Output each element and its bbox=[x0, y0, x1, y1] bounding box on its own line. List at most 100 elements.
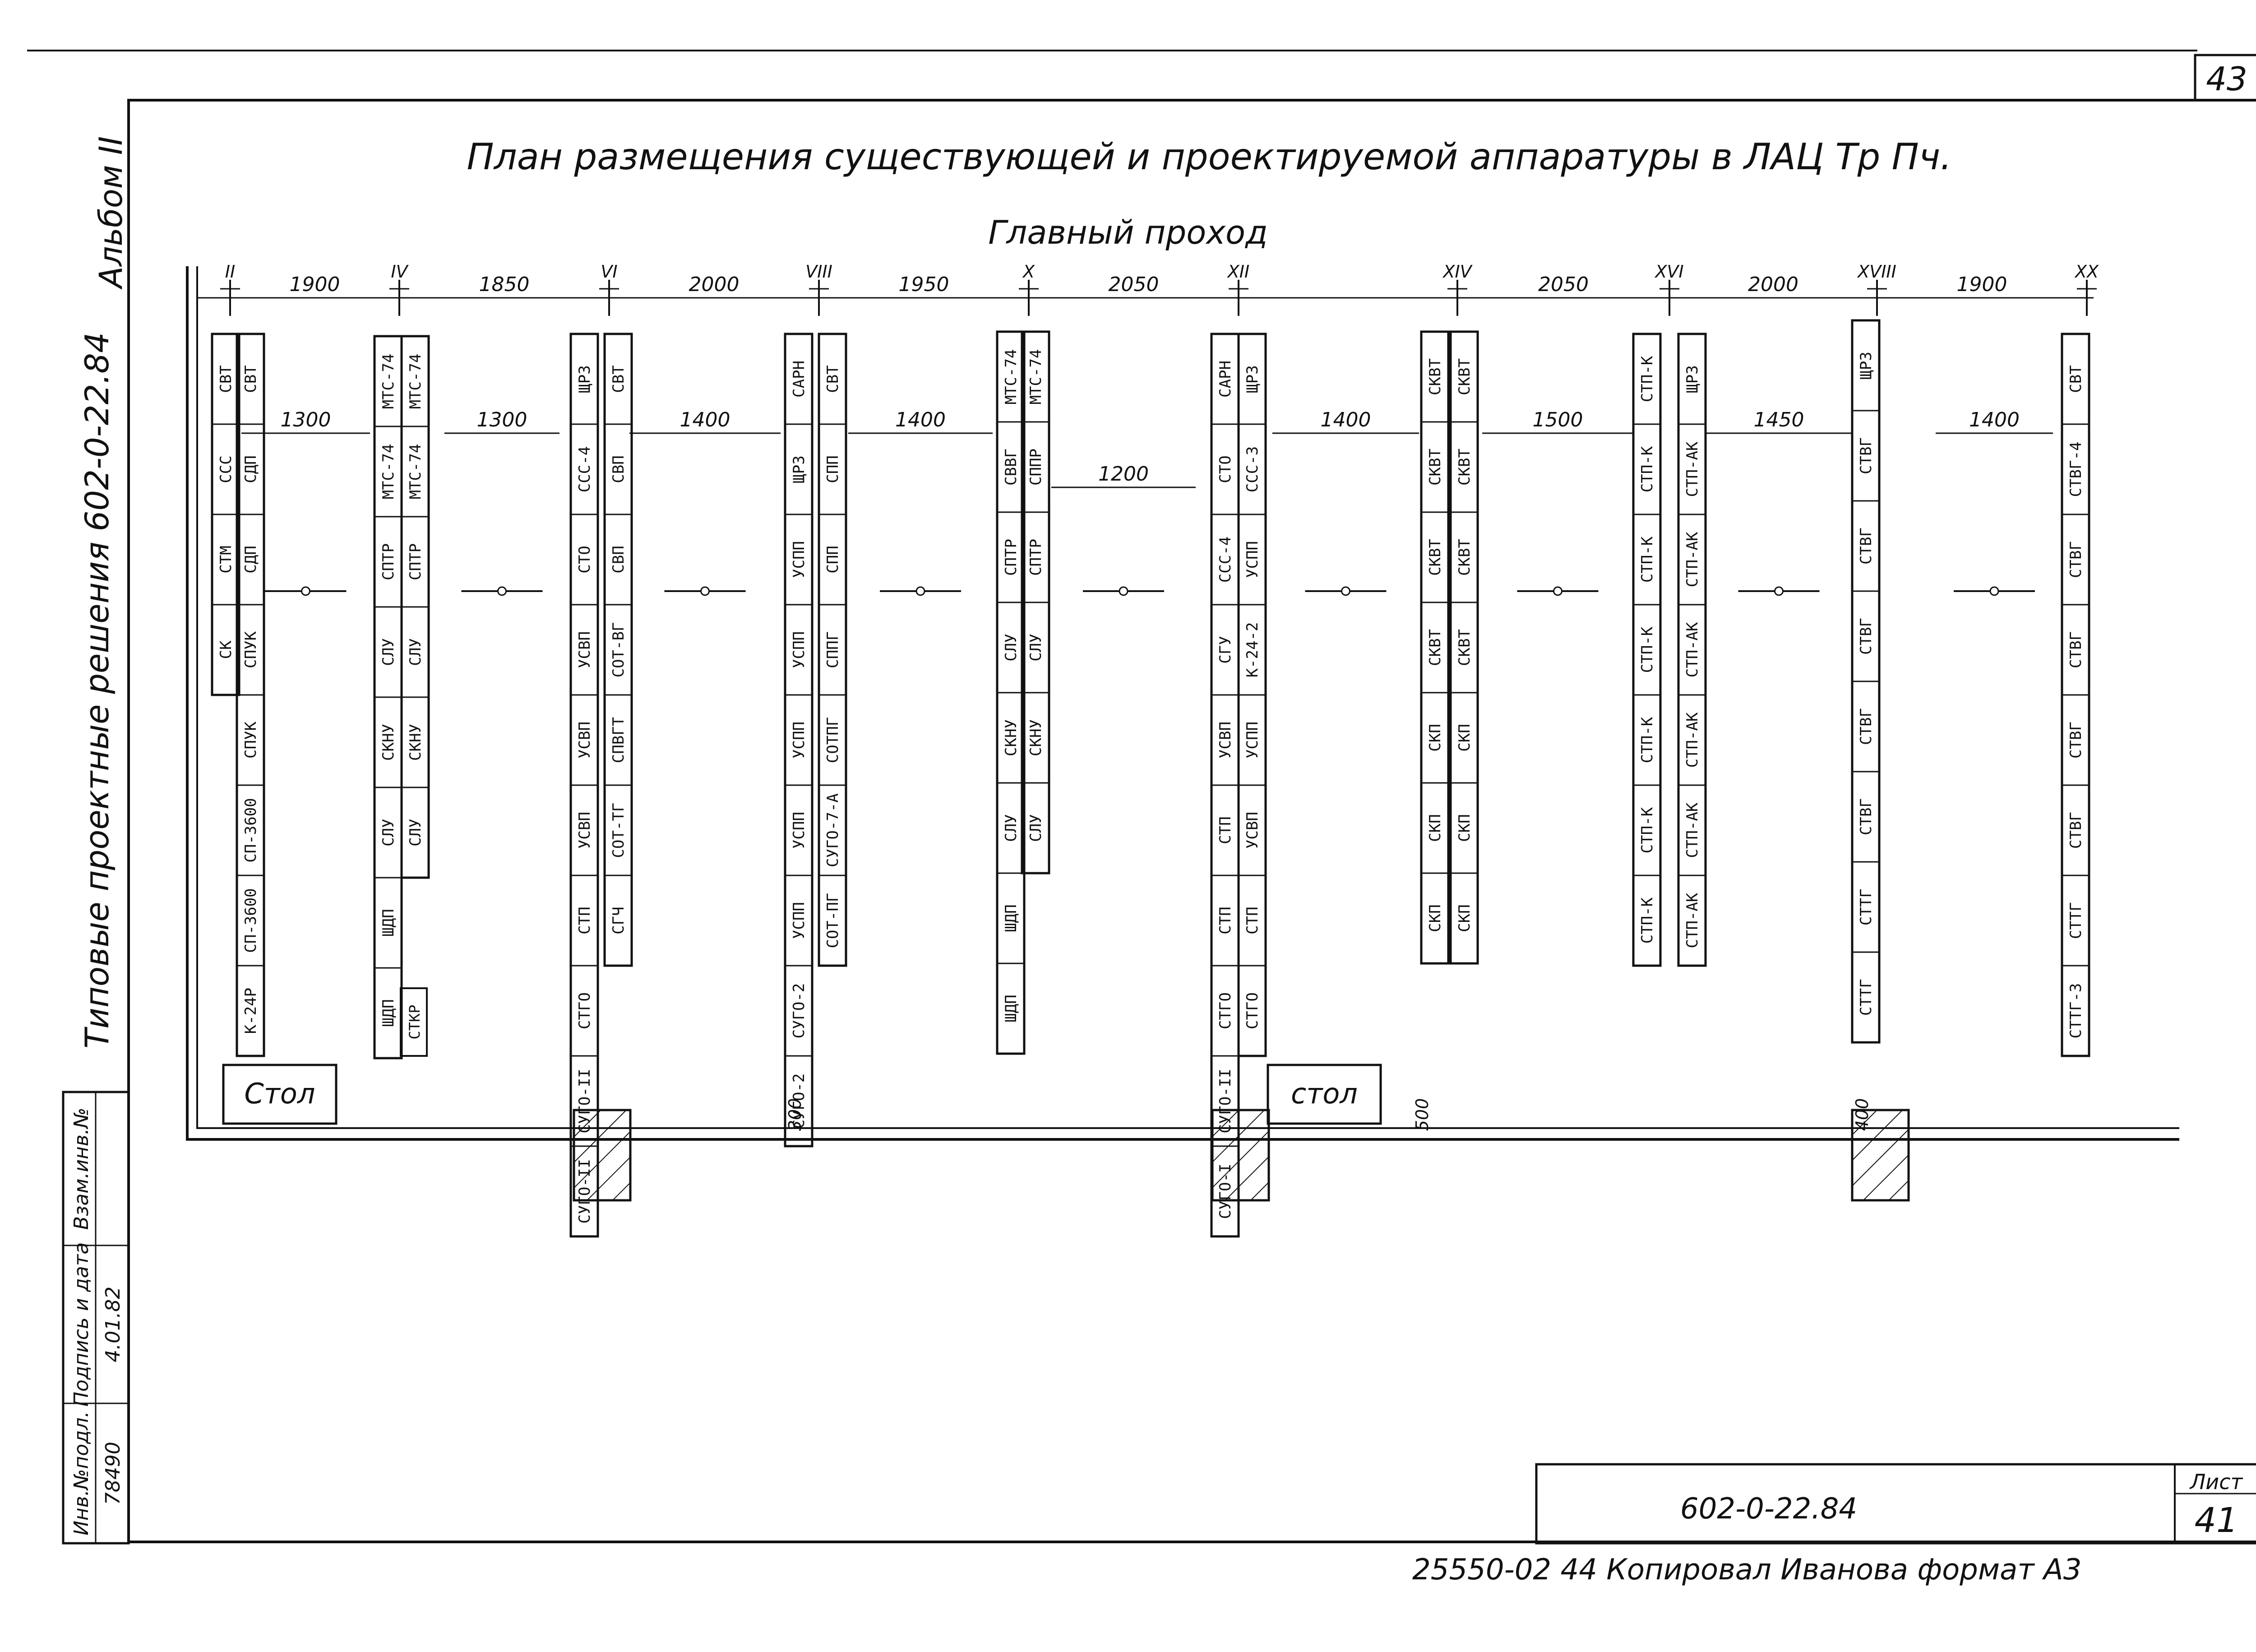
aisle-dimension: 1300 bbox=[444, 408, 559, 596]
cabinet-label: СТВГ bbox=[2067, 541, 2085, 578]
aisle-dimension: 1200 bbox=[1051, 463, 1196, 596]
cabinet-label: МТС-74 bbox=[407, 444, 425, 500]
cabinet-label: УСВП bbox=[576, 631, 594, 668]
cabinet-label: СЛУ bbox=[1027, 814, 1045, 842]
cabinet-label: СГЧ bbox=[610, 907, 628, 934]
cabinet-label: СТП-АК bbox=[1683, 441, 1701, 497]
cabinet-label: СТП-АК bbox=[1683, 893, 1701, 948]
wall-column-1 bbox=[573, 1109, 632, 1202]
desk-1-label: Стол bbox=[245, 1077, 315, 1110]
cabinet-label: СТП bbox=[1216, 907, 1234, 934]
cabinet-label: УСПП bbox=[1244, 541, 1262, 578]
aisle-width: 1300 bbox=[281, 408, 331, 431]
cabinet-label: СКП bbox=[1456, 814, 1474, 842]
cabinet-label: СКНУ bbox=[379, 724, 398, 761]
cabinet-label: СУГО-II bbox=[576, 1069, 594, 1133]
cabinet-label: МТС-74 bbox=[379, 444, 398, 500]
cabinet-label: СТВГ bbox=[1857, 708, 1875, 745]
cabinet-label: К-24Р bbox=[242, 988, 260, 1034]
offset-2: 500 bbox=[1412, 1098, 1432, 1131]
cabinet-label: СВТ bbox=[824, 365, 842, 393]
column-frame bbox=[1677, 333, 1707, 967]
cabinet-label: СПТР bbox=[407, 543, 425, 580]
cabinet-label: СКП bbox=[1456, 724, 1474, 751]
cabinet-label: СТП-АК bbox=[1683, 622, 1701, 677]
cabinet-label: ССС bbox=[217, 455, 235, 483]
cabinet-label: К-24-2 bbox=[1244, 622, 1262, 678]
cabinet-label: СВТ bbox=[2067, 365, 2085, 393]
aisle-width: 1450 bbox=[1754, 408, 1804, 431]
cabinet-label: МТС-74 bbox=[1027, 349, 1045, 405]
stamp-list-number: 41 bbox=[2195, 1500, 2238, 1540]
row-marker: XII bbox=[1227, 262, 1249, 316]
cabinet-label: СП-3600 bbox=[242, 888, 260, 953]
row-spacing: 1900 bbox=[290, 273, 340, 296]
cabinet-label: СТП-АК bbox=[1683, 532, 1701, 587]
drawing-frame bbox=[127, 99, 2256, 1543]
desk-2 bbox=[1267, 1064, 1382, 1125]
row-id: VI bbox=[601, 262, 617, 282]
cabinet-label: СТП-АК bbox=[1683, 802, 1701, 858]
cabinet-label: СКВТ bbox=[1426, 539, 1444, 576]
row-marker: XX bbox=[2074, 262, 2099, 316]
cabinet-label: МТС-74 bbox=[407, 354, 425, 409]
cabinet-label: СЛУ bbox=[379, 638, 398, 666]
cabinet-label: СОТ-ТГ bbox=[610, 803, 628, 858]
cabinet-label: СВВГ bbox=[1002, 449, 1020, 486]
row-spacing: 1950 bbox=[899, 273, 949, 296]
aisle-dimension: 1400 bbox=[629, 408, 781, 596]
sign-value: 4.01.82 bbox=[102, 1286, 125, 1362]
footer-note: 25550-02 44 Копировал Иванова формат А3 bbox=[1412, 1553, 2081, 1587]
cabinet-label: СОТПГ bbox=[824, 717, 842, 763]
row-id: XIV bbox=[1442, 262, 1473, 282]
cabinet-label: СППР bbox=[1027, 449, 1045, 486]
cabinet-label: СОТ-ПГ bbox=[824, 893, 842, 949]
cabinet-label: СКНУ bbox=[1002, 719, 1020, 756]
equipment-column: ЩРЗССС-4СТОУСВПУСВПУСВПСТПСТГОСУГО-IIСУГ… bbox=[569, 333, 599, 1238]
small-stand-label: СТКР bbox=[406, 1004, 423, 1039]
wall-column-3 bbox=[1851, 1109, 1910, 1202]
cabinet-label: СТВГ bbox=[1857, 798, 1875, 835]
room-wall bbox=[186, 266, 2179, 1141]
cabinet-label: СОТ-ВГ bbox=[610, 622, 628, 678]
cabinet-label: СЛУ bbox=[379, 819, 398, 846]
cabinet-label: СКП bbox=[1456, 904, 1474, 932]
cabinet-label: СТТГ-3 bbox=[2067, 983, 2085, 1039]
cabinet-label: СКВТ bbox=[1426, 629, 1444, 666]
cabinet-label: СТП-К bbox=[1638, 356, 1656, 402]
cabinet-label: ЩРЗ bbox=[1244, 365, 1262, 393]
cabinet-label: МТС-74 bbox=[379, 354, 398, 409]
cabinet-label: СПТР bbox=[1002, 539, 1020, 576]
row-spacing: 1850 bbox=[479, 273, 530, 296]
aisle-width: 1400 bbox=[1969, 408, 2020, 431]
cabinet-label: СТВГ bbox=[2067, 812, 2085, 849]
cabinet-label: СЛУ bbox=[1002, 814, 1020, 842]
cabinet-label: СТВГ bbox=[2067, 722, 2085, 759]
corner-box bbox=[2194, 54, 2256, 102]
cabinet-label: ШДП bbox=[1002, 904, 1020, 932]
row-id: XVI bbox=[1654, 262, 1683, 282]
offset-3: 400 bbox=[1852, 1098, 1872, 1131]
series-label: Типовые проектные решения 602-0-22.84 bbox=[78, 332, 116, 1049]
column-frame bbox=[784, 333, 814, 1148]
room-wall-inner bbox=[196, 266, 2179, 1129]
column-frame bbox=[1420, 330, 1450, 965]
cabinet-label: СЛУ bbox=[407, 638, 425, 666]
row-spacing: 2000 bbox=[689, 273, 740, 296]
aisle-width: 1200 bbox=[1098, 463, 1149, 486]
equipment-columns: СВТССССТМСКСВТСДПСДПСПУКСПУКСП-3600СП-36… bbox=[211, 319, 2090, 1238]
cabinet-label: УСПП bbox=[790, 631, 808, 668]
aisle-dimension: 1500 bbox=[1482, 408, 1633, 596]
